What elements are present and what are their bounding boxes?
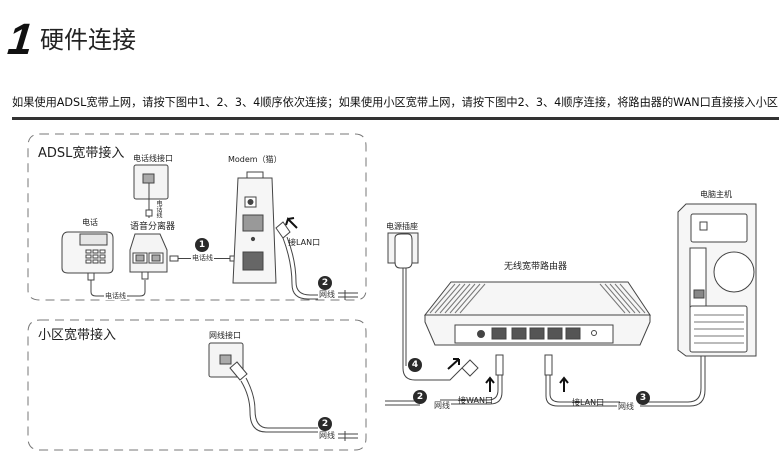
community-section-title: 小区宽带接入 [38,328,117,343]
computer-label: 电脑主机 [700,190,732,199]
splitter-icon [129,233,168,280]
connect-wan-label: 接WAN口 [458,396,493,405]
power-outlet-label: 电源插座 [386,222,418,231]
page-title: 硬件连接 [40,26,136,54]
power-outlet-icon [387,232,419,269]
telephone-icon [61,231,114,274]
header-divider [12,117,779,120]
step-2-badge: 2 [318,276,332,290]
step-2-cable-tag: 网线 [318,431,336,440]
step-3-cable-tag: 网线 [617,402,635,411]
step-2-badge: 2 [413,390,427,404]
telephone-label: 电话 [82,218,98,227]
adsl-section-border [27,133,367,301]
splitter-label: 语音分离器 [130,222,176,232]
instructions-text: 如果使用ADSL宽带上网，请按下图中1、2、3、4顺序依次连接；如果使用小区宽带… [12,96,778,109]
modem-icon [232,171,277,284]
arrow-icon [559,376,569,392]
connect-lan-label: 接LAN口 [572,398,605,407]
step-2-cable-tag: 网线 [318,290,336,299]
phone-wall-jack-icon [133,164,169,200]
step-2-cable-tag: 网线 [433,401,451,410]
community-section-border [27,319,367,451]
step-2-badge: 2 [318,417,332,431]
computer-tower-icon [677,203,757,357]
phone-cable-tag: 电话线 [104,292,127,300]
arrow-icon [285,217,298,229]
phone-line-short-label: 电话线 [155,200,162,218]
arrow-icon [447,358,460,370]
phone-line-port-label: 电话线接口 [133,154,173,163]
step-1-cable-tag: 电话线 [191,254,214,262]
router-icon [423,281,651,346]
step-1-badge: 1 [195,238,209,252]
step-4-badge: 4 [408,358,422,372]
arrow-icon [485,376,495,392]
modem-label: Modem（猫） [228,155,282,164]
adsl-section-title: ADSL宽带接入 [38,146,125,161]
step-3-badge: 3 [636,391,650,405]
router-label: 无线宽带路由器 [504,262,568,272]
connect-lan-label: 接LAN口 [288,238,321,247]
network-port-label: 网线接口 [209,331,241,340]
